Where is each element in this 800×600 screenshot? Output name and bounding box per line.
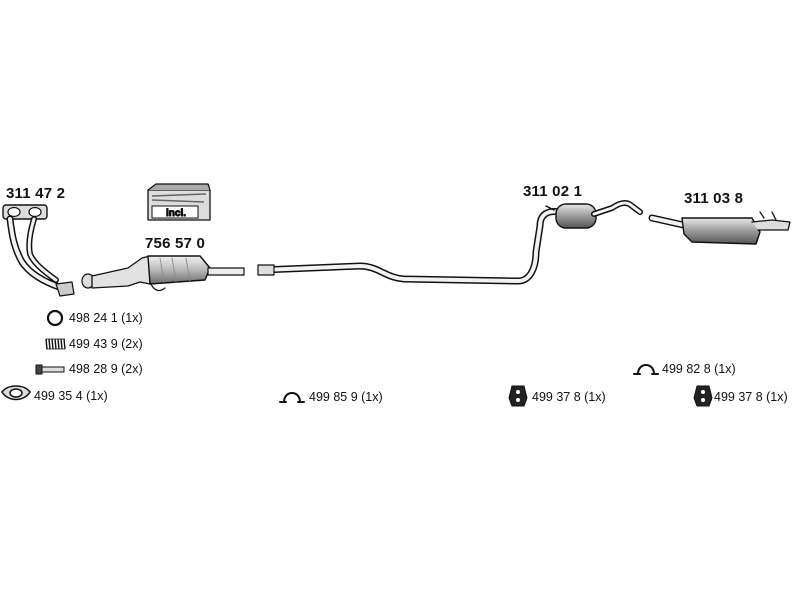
kit-label: incl. [166, 208, 186, 219]
center-muffler [545, 199, 643, 229]
clamp-icon [633, 364, 659, 375]
part-number-manifold: 311 47 2 [6, 185, 66, 202]
accessory-label: 499 37 8 (1x) [532, 390, 606, 404]
bolt-icon [35, 364, 65, 375]
accessory-label: 499 85 9 (1x) [309, 390, 383, 404]
flange-gasket-icon [1, 385, 31, 401]
accessory-label: 498 24 1 (1x) [69, 311, 143, 325]
clamp-icon [279, 392, 305, 403]
rubber-mount-icon [693, 385, 713, 407]
part-number-rear-muffler: 311 03 8 [684, 190, 744, 207]
kit-box: incl. [147, 183, 211, 221]
part-number-catalyst: 756 57 0 [145, 235, 205, 252]
catalytic-converter [81, 255, 245, 292]
accessory-label: 499 43 9 (2x) [69, 337, 143, 351]
part-number-center-muffler: 311 02 1 [523, 183, 583, 200]
accessory-label: 498 28 9 (2x) [69, 362, 143, 376]
spring-icon [45, 338, 66, 350]
rubber-mount-icon [508, 385, 528, 407]
accessory-label: 499 35 4 (1x) [34, 389, 108, 403]
manifold-pipe [2, 204, 75, 297]
intermediate-pipe [257, 208, 564, 285]
ring-gasket-icon [46, 309, 64, 327]
accessory-label: 499 82 8 (1x) [662, 362, 736, 376]
accessory-label: 499 37 8 (1x) [714, 390, 788, 404]
rear-muffler [648, 211, 791, 245]
